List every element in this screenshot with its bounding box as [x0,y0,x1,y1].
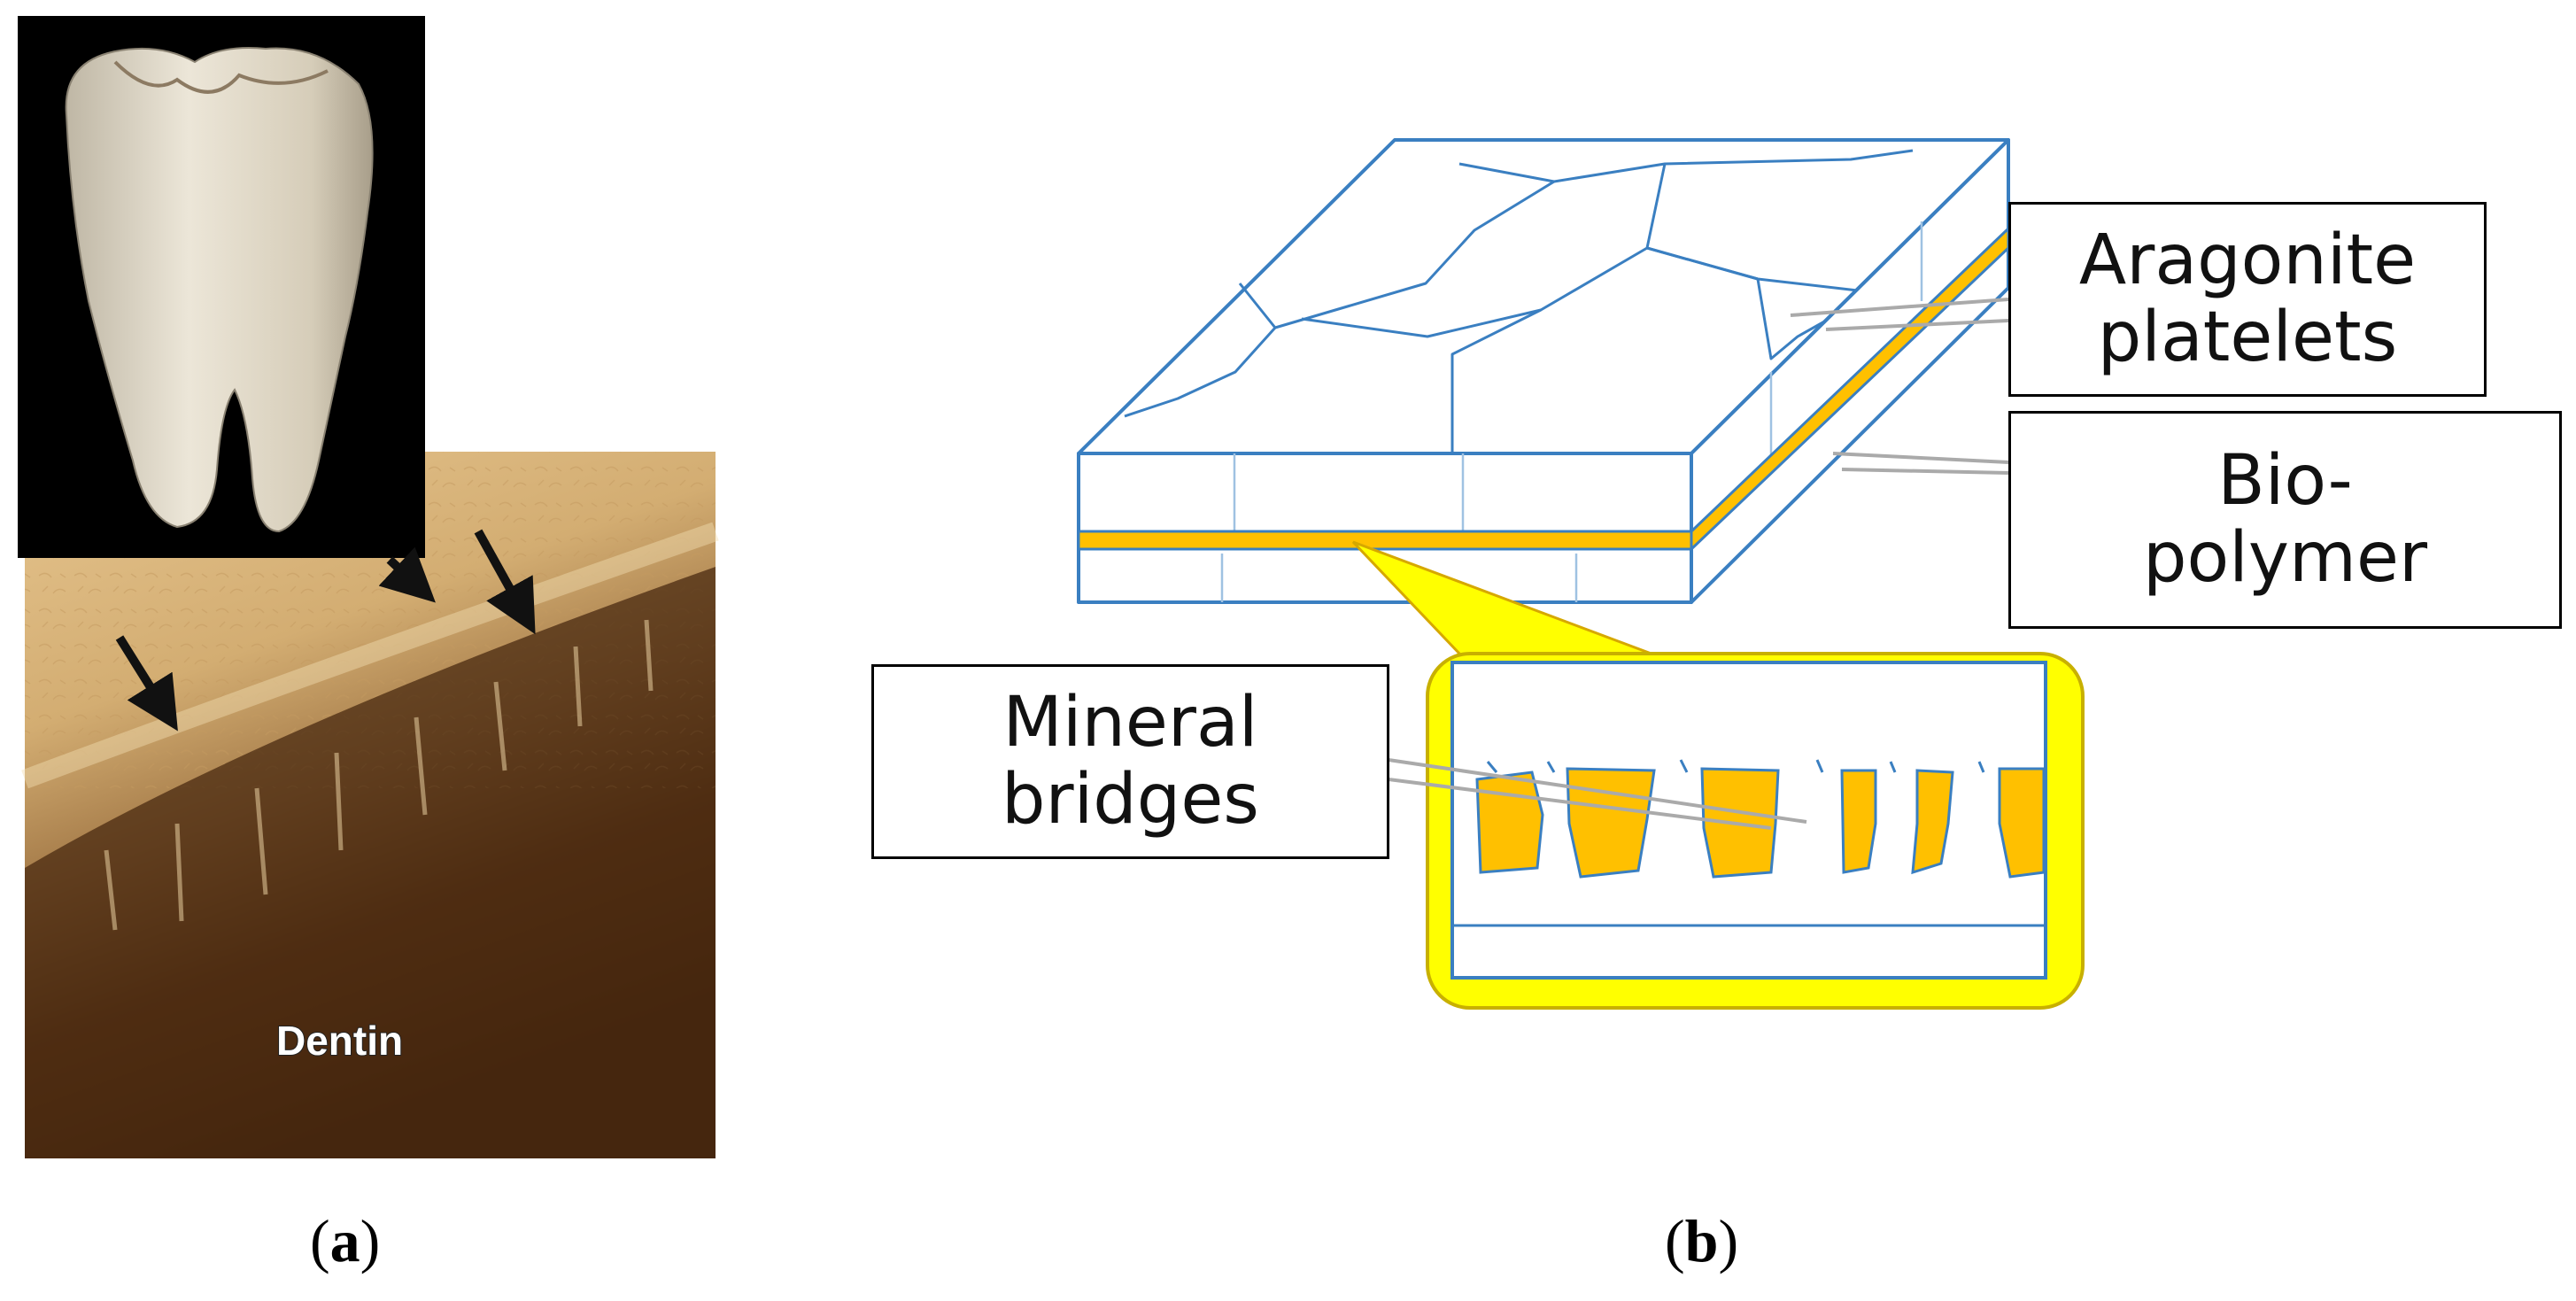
caption-b-open: ( [1665,1207,1685,1274]
caption-a: (a) [310,1206,380,1276]
aragonite-label-line-2: platelets [2097,298,2398,377]
caption-b-close: ) [1718,1207,1739,1274]
aragonite-label-line-1: Aragonite [2078,220,2417,300]
molar-tooth [65,47,374,533]
mineral-bridges-label-line-2: bridges [1002,760,1259,840]
mineral-bridges-label: Mineral bridges [871,664,1389,859]
aragonite-platelets-label: Aragonite platelets [2008,202,2487,397]
biopolymer-label-line-2: polymer [2142,518,2428,598]
arrow-1 [115,635,178,732]
caption-a-letter: a [329,1207,360,1274]
panel-b: Aragonite platelets Bio- polymer Mineral… [850,106,2576,1187]
block-front-face [1077,452,1693,604]
arrow-2 [474,529,536,635]
dentin-label: Dentin [275,1017,404,1065]
caption-a-close: ) [360,1207,381,1274]
caption-b: (b) [1665,1206,1738,1276]
leader-lines [1388,298,2009,830]
panel-a: Dentin [0,0,744,1187]
dentin-region [25,567,716,1158]
arrow-3 [378,546,436,603]
mineral-bridges [1486,759,1985,773]
caption-b-letter: b [1684,1207,1719,1274]
biopolymer-label: Bio- polymer [2008,411,2562,629]
mineral-bridges-label-line-1: Mineral [1002,682,1258,763]
biopolymer-layer-front [1077,530,1693,551]
caption-a-open: ( [310,1207,330,1274]
nacre-structure-diagram [1077,138,2085,1010]
enamel-dentin-micrograph [18,16,719,1158]
biopolymer-label-line-1: Bio- [2217,440,2353,521]
